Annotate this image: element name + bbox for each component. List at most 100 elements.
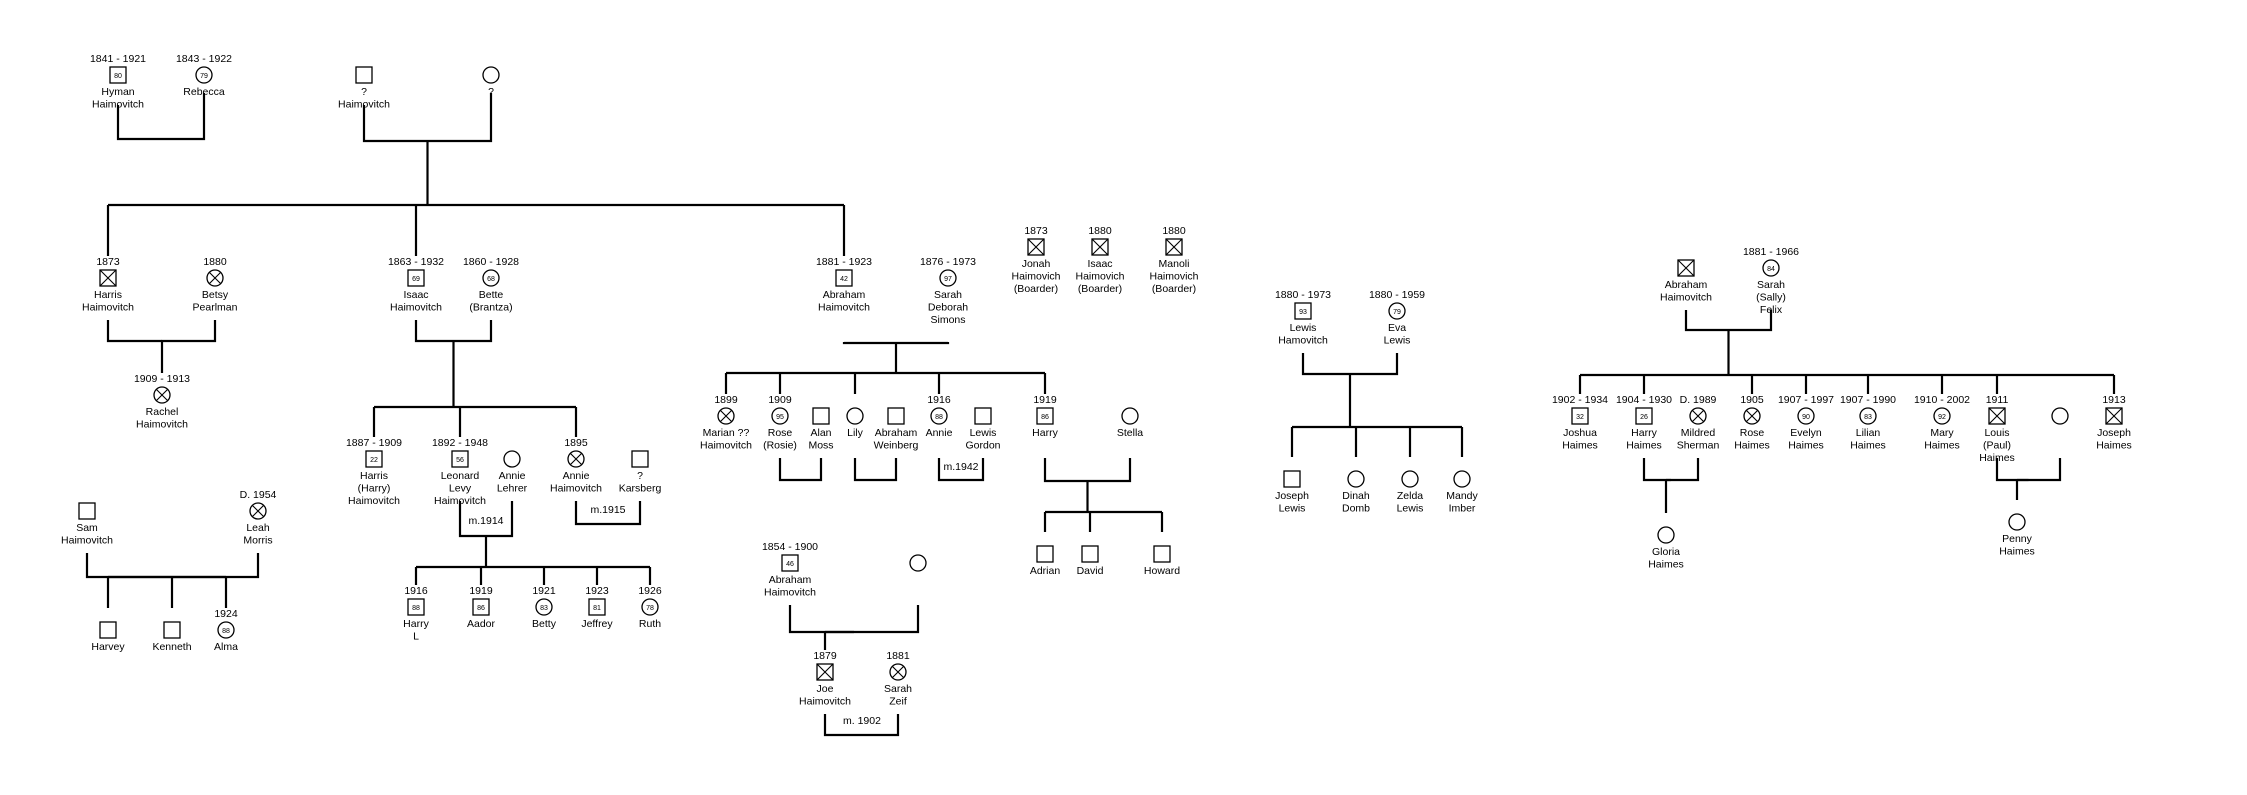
- person-harvey[interactable]: Harvey: [91, 621, 125, 653]
- person-dates: 1843 - 1922: [176, 53, 232, 65]
- male-symbol: [99, 621, 117, 639]
- person-adrian[interactable]: Adrian: [1030, 545, 1061, 577]
- person-name-line: (Boarder): [1078, 283, 1122, 295]
- marriage-date-label: m.1915: [590, 504, 625, 516]
- person-name-line: Morris: [243, 535, 272, 547]
- female-symbol: [2051, 407, 2069, 425]
- male-symbol: [1283, 470, 1301, 488]
- person-david[interactable]: David: [1077, 545, 1104, 577]
- deceased-cross-icon: [1027, 238, 1045, 256]
- person-name-line: Bette: [479, 289, 504, 301]
- person-louis_w[interactable]: [2051, 407, 2069, 425]
- person-name-line: (Boarder): [1014, 283, 1058, 295]
- person-name-line: Karsberg: [619, 483, 662, 495]
- person-q_wife[interactable]: ?: [482, 66, 500, 98]
- partner-line-u_harry_hm: [1642, 458, 1700, 482]
- person-name-line: Haimovitch: [700, 440, 752, 452]
- female-symbol: [930, 407, 948, 425]
- female-symbol: [1401, 470, 1419, 488]
- person-dates: 1919: [469, 585, 493, 597]
- age-at-death: 79: [200, 73, 208, 80]
- person-lily[interactable]: Lily: [846, 407, 864, 439]
- person-dates: D. 1989: [1680, 394, 1717, 406]
- person-stella[interactable]: Stella: [1117, 407, 1143, 439]
- person-kenneth[interactable]: Kenneth: [152, 621, 192, 653]
- person-dates: 1880: [1088, 225, 1112, 237]
- person-dates: 1913: [2102, 394, 2126, 406]
- person-name-line: L: [413, 631, 419, 643]
- person-q_haim[interactable]: ?Haimovitch: [338, 66, 390, 111]
- person-karsberg[interactable]: ?Karsberg: [619, 450, 662, 495]
- person-howard[interactable]: Howard: [1144, 545, 1180, 577]
- person-name-line: Gloria: [1652, 546, 1680, 558]
- person-wife2[interactable]: [909, 554, 927, 572]
- deceased-cross-icon: [816, 663, 834, 681]
- person-name-line: Dinah: [1342, 490, 1370, 502]
- person-name-line: Haimovitch: [348, 495, 400, 507]
- male-symbol: [365, 450, 383, 468]
- female-symbol: [846, 407, 864, 425]
- person-dates: 1902 - 1934: [1552, 394, 1608, 406]
- person-name-line: Betsy: [202, 289, 229, 301]
- person-name-line: Haimovitch: [764, 587, 816, 599]
- female-symbol: [503, 450, 521, 468]
- person-name-line: Leonard: [441, 470, 480, 482]
- person-name-line: Haimes: [1979, 452, 2015, 464]
- person-dates: 1907 - 1997: [1778, 394, 1834, 406]
- person-name-line: Evelyn: [1790, 427, 1822, 439]
